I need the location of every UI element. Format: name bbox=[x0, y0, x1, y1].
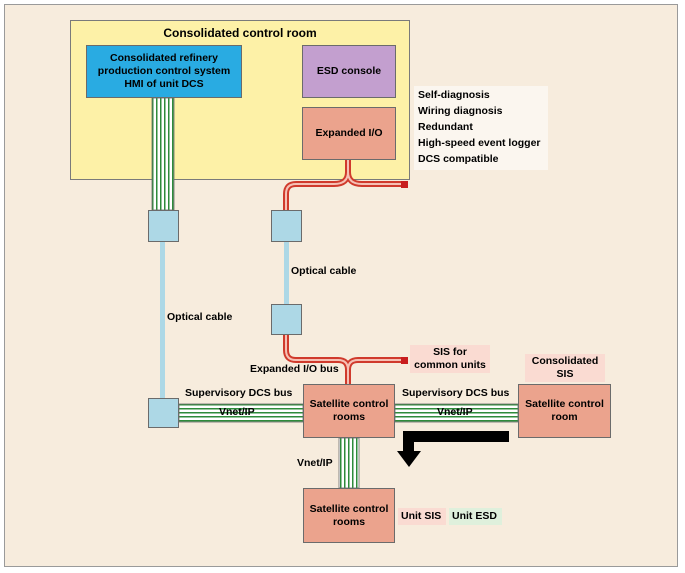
flow-arrow bbox=[397, 431, 509, 467]
expanded-io-bus-bottom bbox=[283, 332, 406, 387]
esd-console-box: ESD console bbox=[302, 45, 396, 98]
vnet-ip-right-label: Vnet/IP bbox=[437, 406, 473, 418]
consolidated-sis-bg bbox=[525, 354, 605, 382]
supervisory-dcs-bus-right-label: Supervisory DCS bus bbox=[402, 387, 510, 399]
expanded-io-bus-label: Expanded I/O bus bbox=[250, 363, 339, 375]
control-room-title: Consolidated control room bbox=[163, 26, 317, 40]
hmi-unit-dcs-box: Consolidated refinery production control… bbox=[86, 45, 242, 98]
consolidated-sis-label: Consolidated SIS bbox=[531, 355, 599, 380]
hmi-bus-cable bbox=[151, 97, 175, 211]
feature-item: High-speed event logger bbox=[418, 137, 541, 149]
unit-sis-bg bbox=[398, 508, 446, 525]
optical-cable-mid bbox=[284, 242, 289, 304]
expanded-io-bus-top bbox=[283, 157, 406, 213]
expanded-io-features: Self-diagnosis Wiring diagnosis Redundan… bbox=[414, 86, 548, 170]
feature-item: Wiring diagnosis bbox=[418, 105, 503, 117]
unit-sis-label: Unit SIS bbox=[401, 510, 442, 522]
vnet-ip-vertical-label: Vnet/IP bbox=[297, 457, 333, 469]
feature-item: Self-diagnosis bbox=[418, 89, 490, 101]
satellite-control-rooms-center: Satellite control rooms bbox=[303, 384, 395, 438]
unit-esd-label: Unit ESD bbox=[452, 510, 497, 522]
vnet-bus-vertical bbox=[338, 437, 360, 489]
feature-item: DCS compatible bbox=[418, 153, 499, 165]
expanded-io-box: Expanded I/O bbox=[302, 107, 396, 160]
feature-item: Redundant bbox=[418, 121, 473, 133]
optical-cable-mid-label: Optical cable bbox=[291, 265, 357, 277]
io-bus-terminal-top bbox=[401, 181, 408, 188]
sis-common-units-label: SIS for common units bbox=[414, 346, 486, 371]
converter-hmi bbox=[148, 210, 179, 242]
satellite-control-rooms-bottom: Satellite control rooms bbox=[303, 488, 395, 543]
converter-io-bottom bbox=[271, 304, 302, 335]
vnet-ip-left-label: Vnet/IP bbox=[219, 406, 255, 418]
satellite-control-room-right: Satellite control room bbox=[518, 384, 611, 438]
converter-dcs bbox=[148, 398, 179, 428]
converter-io-top bbox=[271, 210, 302, 242]
unit-esd-bg bbox=[449, 508, 502, 525]
sis-common-bg bbox=[410, 345, 490, 373]
optical-cable-left-label: Optical cable bbox=[167, 311, 233, 323]
supervisory-dcs-bus-left-label: Supervisory DCS bus bbox=[185, 387, 293, 399]
optical-cable-left bbox=[160, 242, 165, 398]
io-bus-terminal-bottom bbox=[401, 357, 408, 364]
